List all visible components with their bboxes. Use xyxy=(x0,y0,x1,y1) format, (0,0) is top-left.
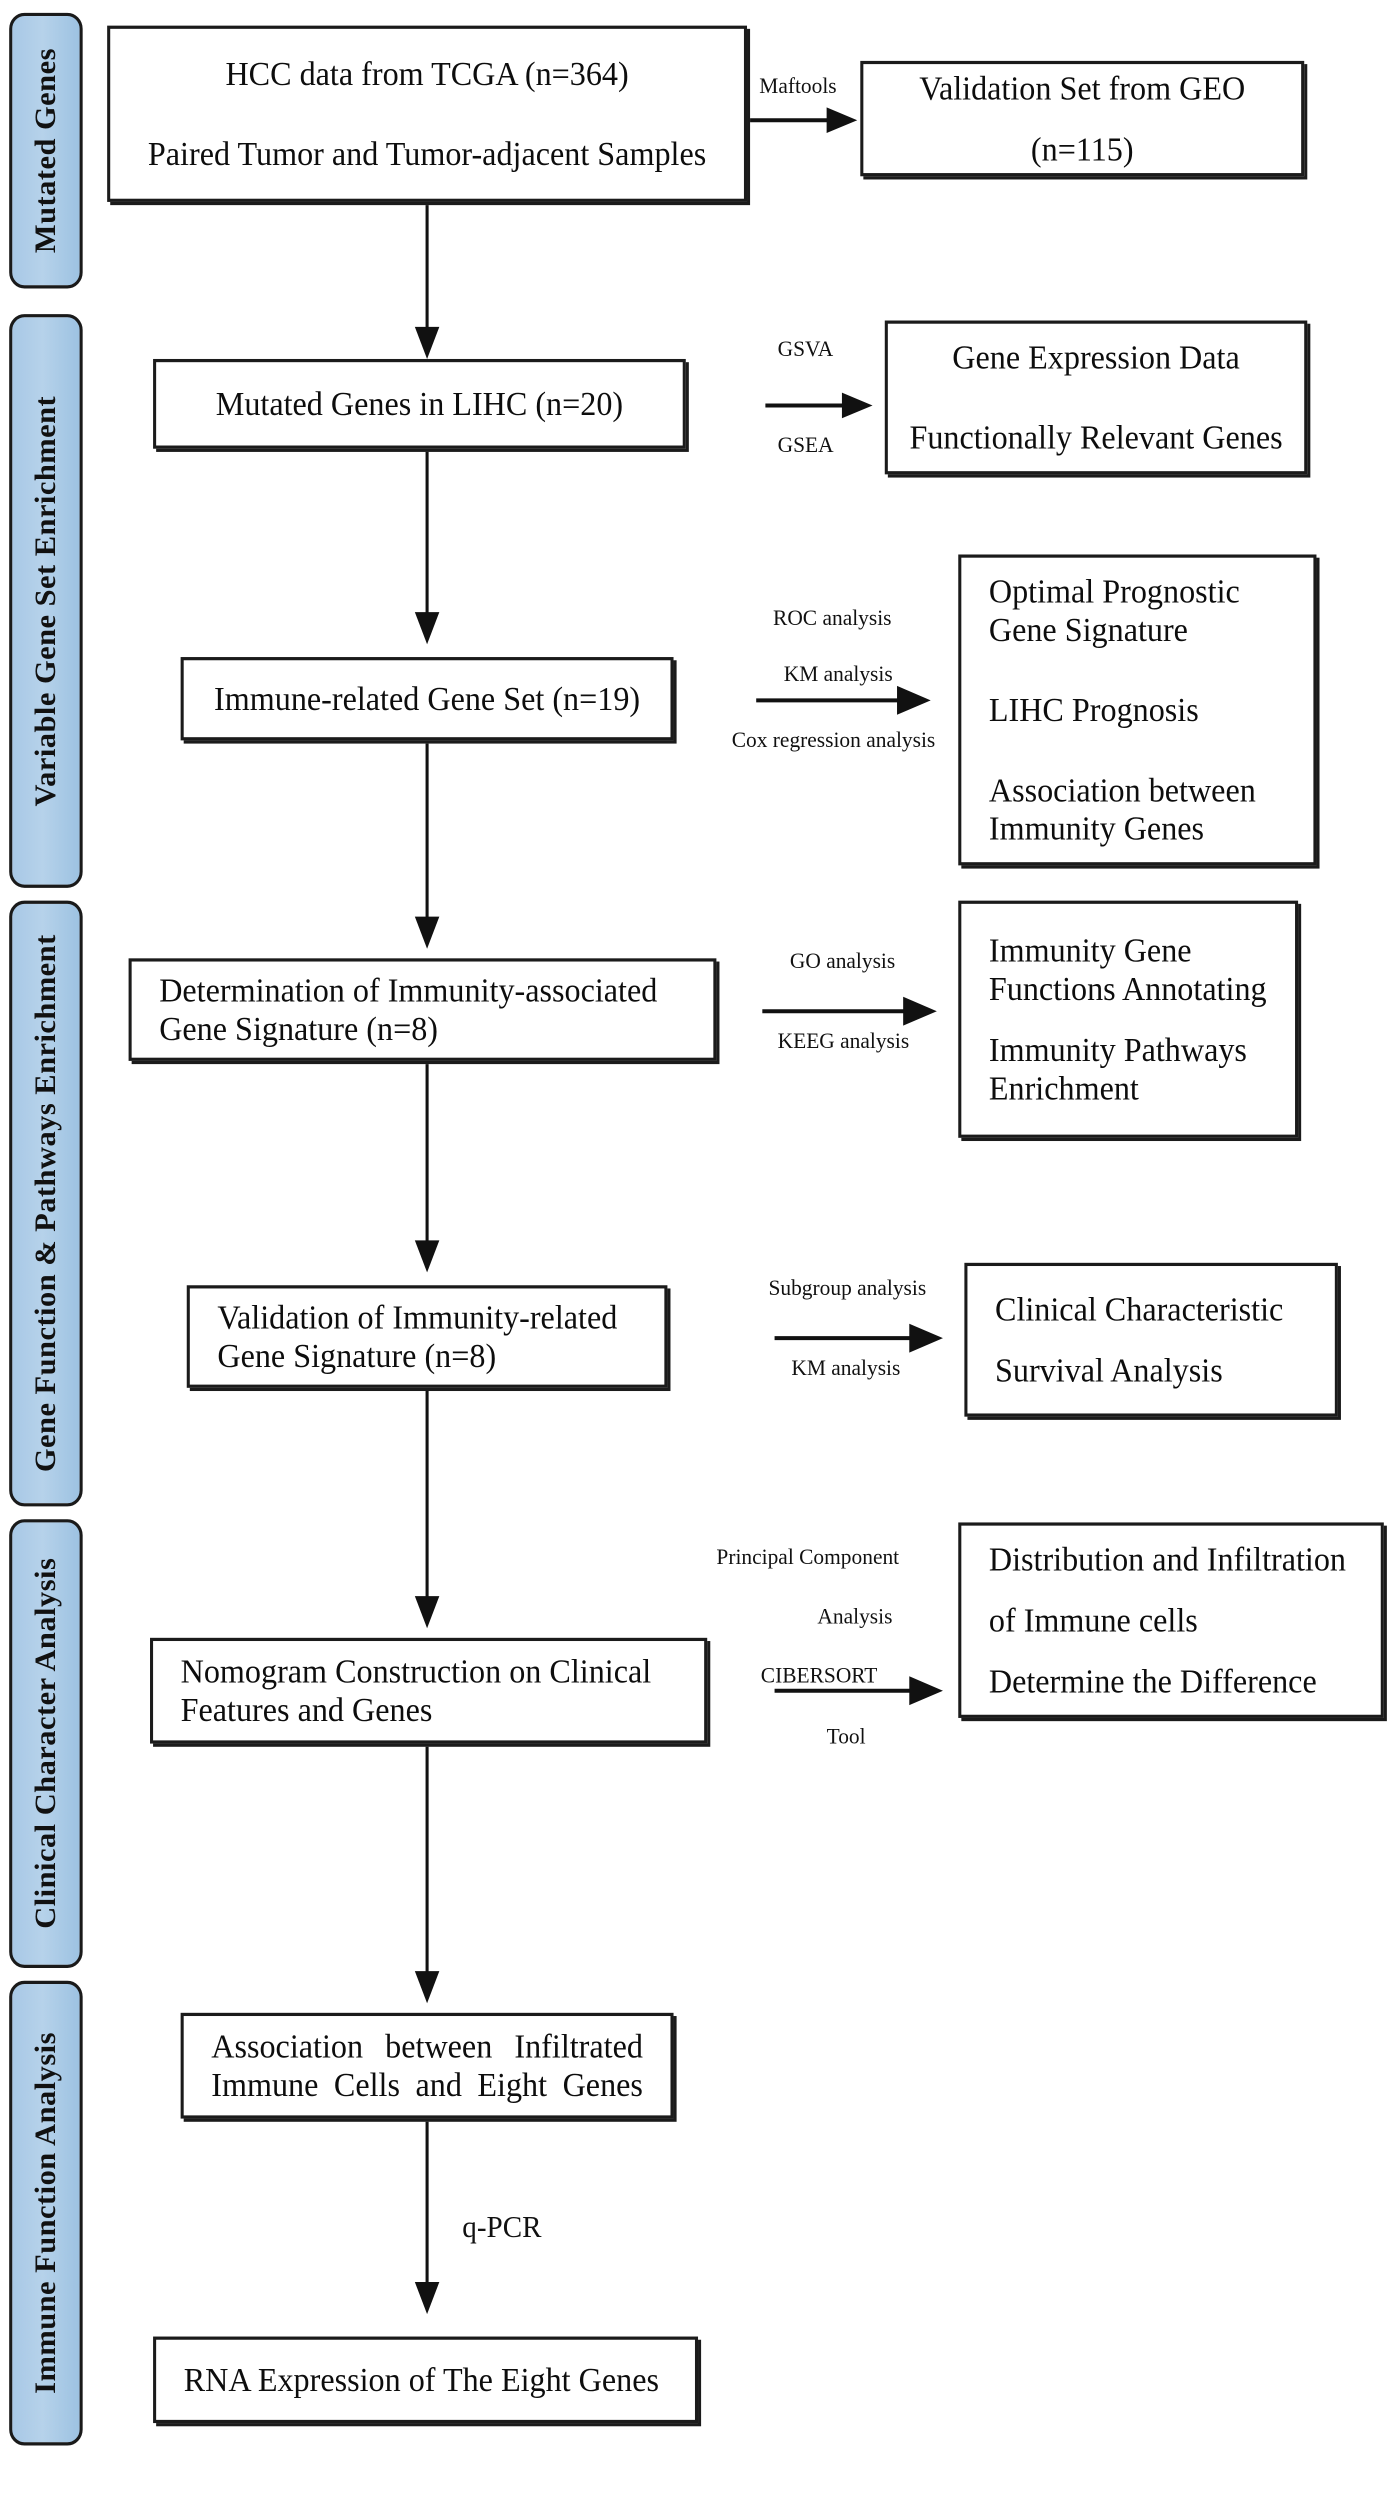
box-immunity-functions: Immunity Gene Functions Annotating Immun… xyxy=(958,900,1299,1138)
arrow-hcc-to-mutated-lihc xyxy=(414,205,440,359)
box-clinical-characteristic-line2: Survival Analysis xyxy=(995,1350,1223,1390)
stage-label-immune-function: Immune Function Analysis xyxy=(29,2032,62,2395)
box-distribution-line3: Determine the Difference xyxy=(988,1661,1317,1701)
box-prognostic-line5: Immunity Genes xyxy=(988,809,1205,849)
box-validation-signature-line2: Gene Signature (n=8) xyxy=(217,1336,497,1375)
box-prognostic-line3: LIHC Prognosis xyxy=(988,690,1199,730)
stage-label-mutated-genes: Mutated Genes xyxy=(29,48,62,254)
box-hcc-data-line1: HCC data from TCGA (n=364) xyxy=(225,54,629,93)
arrow-label-keeg: KEEG analysis xyxy=(777,1030,910,1055)
box-hcc-data: HCC data from TCGA (n=364) Paired Tumor … xyxy=(107,25,748,202)
box-prognostic-line4: Association between xyxy=(988,770,1256,810)
arrow-label-gsva: GSVA xyxy=(777,338,834,363)
box-immunity-functions-line2: Functions Annotating xyxy=(988,969,1267,1008)
box-association: Association between Infiltrated Immune C… xyxy=(180,2012,674,2119)
arrow-label-qpcr: q-PCR xyxy=(462,2211,542,2246)
stage-gene-function-pathways: Gene Function & Pathways Enrichment xyxy=(9,900,83,1507)
arrow-determination-to-immunity-func xyxy=(762,996,937,1026)
box-prognostic-line1: Optimal Prognostic xyxy=(988,571,1240,611)
box-validation-geo: Validation Set from GEO (n=115) xyxy=(860,60,1305,177)
stage-label-clinical-character: Clinical Character Analysis xyxy=(29,1558,62,1930)
stage-clinical-character: Clinical Character Analysis xyxy=(9,1519,83,1968)
arrow-label-pca-line1: Principal Component xyxy=(716,1546,900,1571)
box-determination-line1: Determination of Immunity-associated xyxy=(159,970,658,1010)
stage-label-gene-function-pathways: Gene Function & Pathways Enrichment xyxy=(29,934,62,1473)
arrow-determination-to-validation xyxy=(414,1064,440,1273)
arrow-validation-to-nomogram xyxy=(414,1391,440,1629)
box-prognostic: Optimal Prognostic Gene Signature LIHC P… xyxy=(958,554,1317,866)
arrow-association-to-rna xyxy=(414,2121,440,2315)
arrow-mutated-to-expression xyxy=(765,392,873,419)
arrow-label-gsea: GSEA xyxy=(777,434,834,459)
box-determination: Determination of Immunity-associated Gen… xyxy=(128,958,717,1061)
stage-mutated-genes: Mutated Genes xyxy=(9,12,83,289)
arrow-label-tool: Tool xyxy=(826,1725,866,1750)
box-immunity-functions-line1: Immunity Gene xyxy=(988,930,1192,970)
box-distribution-line1: Distribution and Infiltration xyxy=(988,1539,1347,1579)
arrow-label-pca-line2: Analysis xyxy=(817,1605,893,1630)
arrow-label-subgroup: Subgroup analysis xyxy=(768,1277,927,1302)
arrow-label-go: GO analysis xyxy=(789,950,896,975)
box-association-line1: Association between Infiltrated xyxy=(211,2027,643,2066)
box-nomogram: Nomogram Construction on Clinical Featur… xyxy=(150,1637,708,1744)
box-nomogram-line2: Features and Genes xyxy=(180,1690,433,1730)
box-validation-signature: Validation of Immunity-related Gene Sign… xyxy=(186,1285,668,1388)
box-immunity-functions-line3: Immunity Pathways xyxy=(988,1030,1247,1069)
box-nomogram-line1: Nomogram Construction on Clinical xyxy=(180,1652,652,1691)
arrow-validation-to-clinical xyxy=(774,1323,943,1353)
box-validation-geo-line1: Validation Set from GEO xyxy=(919,68,1246,108)
arrow-label-maftools: Maftools xyxy=(759,75,837,100)
box-gene-expression: Gene Expression Data Functionally Releva… xyxy=(884,320,1308,475)
box-gene-expression-line2: Functionally Relevant Genes xyxy=(909,418,1283,457)
arrow-label-km-1: KM analysis xyxy=(783,663,893,688)
stage-label-variable-gene-set: Variable Gene Set Enrichment xyxy=(29,395,62,807)
box-hcc-data-line2: Paired Tumor and Tumor-adjacent Samples xyxy=(147,134,707,174)
box-clinical-characteristic: Clinical Characteristic Survival Analysi… xyxy=(964,1262,1338,1417)
box-clinical-characteristic-line1: Clinical Characteristic xyxy=(995,1289,1284,1329)
box-validation-geo-line2: (n=115) xyxy=(1030,129,1134,169)
box-rna-expression-line1: RNA Expression of The Eight Genes xyxy=(183,2360,659,2399)
box-rna-expression: RNA Expression of The Eight Genes xyxy=(153,2336,699,2424)
arrow-mutated-to-immune-set xyxy=(414,451,440,645)
box-distribution-line2: of Immune cells xyxy=(988,1600,1198,1640)
box-determination-line2: Gene Signature (n=8) xyxy=(159,1009,438,1049)
box-association-line2: Immune Cells and Eight Genes xyxy=(211,2065,643,2105)
arrow-label-cox: Cox regression analysis xyxy=(731,729,936,754)
box-prognostic-line2: Gene Signature xyxy=(988,610,1188,649)
box-gene-expression-line1: Gene Expression Data xyxy=(952,337,1240,377)
arrow-label-cibersort: CIBERSORT xyxy=(760,1665,878,1690)
stage-variable-gene-set: Variable Gene Set Enrichment xyxy=(9,314,83,888)
box-validation-signature-line1: Validation of Immunity-related xyxy=(217,1297,618,1337)
arrow-nomogram-to-distribution xyxy=(774,1676,943,1706)
arrow-immune-set-to-determination xyxy=(414,743,440,949)
arrow-hcc-to-validation xyxy=(750,107,858,134)
box-immune-gene-set-line1: Immune-related Gene Set (n=19) xyxy=(214,679,641,718)
box-mutated-lihc-line1: Mutated Genes in LIHC (n=20) xyxy=(215,384,624,423)
box-mutated-lihc: Mutated Genes in LIHC (n=20) xyxy=(153,358,686,449)
box-immunity-functions-line4: Enrichment xyxy=(988,1069,1139,1108)
arrow-label-roc: ROC analysis xyxy=(773,607,892,632)
stage-immune-function: Immune Function Analysis xyxy=(9,1980,83,2446)
box-distribution-infiltration: Distribution and Infiltration of Immune … xyxy=(958,1522,1384,1718)
box-immune-gene-set: Immune-related Gene Set (n=19) xyxy=(180,657,674,741)
arrow-nomogram-to-association xyxy=(414,1746,440,2004)
arrow-immune-set-to-prognostic xyxy=(756,685,931,715)
arrow-label-km-2: KM analysis xyxy=(791,1357,901,1382)
